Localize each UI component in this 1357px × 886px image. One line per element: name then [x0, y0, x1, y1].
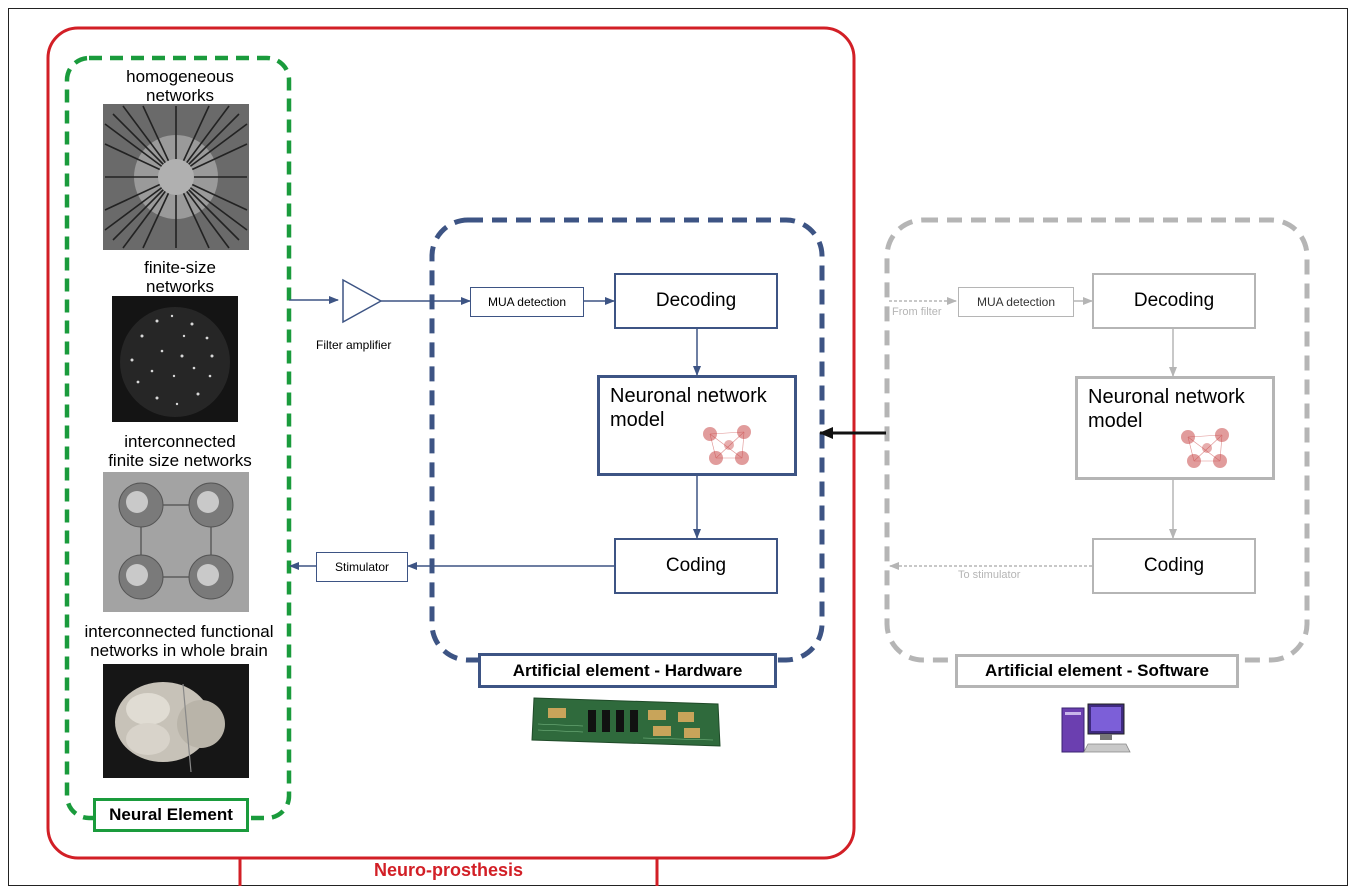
hw-model-title: Neuronal network model [610, 385, 767, 431]
stimulator-box: Stimulator [316, 552, 408, 582]
finite-size-network-image [112, 296, 238, 422]
software-frame [884, 217, 1310, 663]
interconnected-networks-image [103, 472, 249, 612]
caption-interconnected-finite: interconnected finite size networks [108, 432, 252, 470]
hardware-frame [429, 217, 825, 663]
hw-neuronal-network-model-box: Neuronal network model [597, 375, 797, 476]
software-tag: Artificial element - Software [955, 654, 1239, 688]
hw-network-graph-icon [703, 425, 751, 465]
caption-homogeneous: homogeneous networks [126, 67, 234, 105]
computer-icon [1060, 700, 1132, 758]
sw-coding-box: Coding [1092, 538, 1256, 594]
sw-neuronal-network-model-box: Neuronal network model [1075, 376, 1275, 480]
sw-network-graph-icon [1181, 428, 1229, 468]
hw-coding-box: Coding [614, 538, 778, 594]
sw-model-title: Neuronal network model [1088, 386, 1245, 432]
mea-chip-image [103, 104, 249, 250]
whole-brain-image [103, 664, 249, 778]
hw-decoding-box: Decoding [614, 273, 778, 329]
neural-element-tag: Neural Element [93, 798, 249, 832]
filter-amplifier-label: Filter amplifier [316, 338, 392, 352]
hw-mua-detection-box: MUA detection [470, 287, 584, 317]
from-filter-label: From filter [892, 306, 942, 318]
caption-finite-size: finite-size networks [144, 258, 216, 296]
neuroprosthesis-frame [46, 26, 856, 860]
hardware-board-image [528, 694, 725, 750]
sw-decoding-box: Decoding [1092, 273, 1256, 329]
sw-mua-detection-box: MUA detection [958, 287, 1074, 317]
hardware-tag: Artificial element - Hardware [478, 653, 777, 688]
to-stimulator-label: To stimulator [958, 569, 1021, 581]
filter-amplifier-symbol [342, 278, 383, 324]
neuroprosthesis-label: Neuro-prosthesis [373, 860, 524, 880]
caption-whole-brain: interconnected functional networks in wh… [84, 622, 274, 660]
